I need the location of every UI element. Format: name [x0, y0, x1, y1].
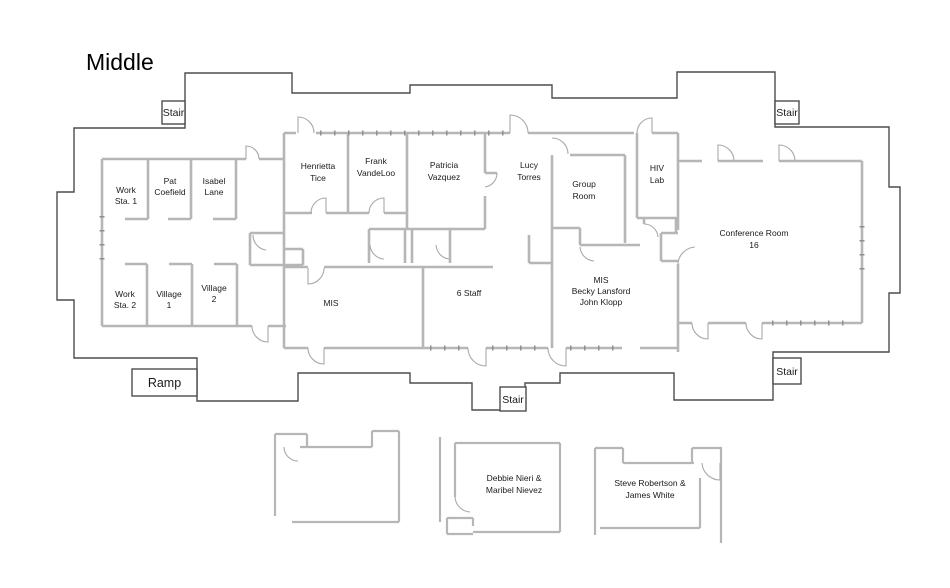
- stair-marker-top-right: Stair: [774, 100, 800, 125]
- stair-box-bottom-center: [499, 386, 527, 412]
- room-label-isabel-lane-line2: Lane: [205, 187, 224, 197]
- stair-marker-bottom-right: Stair: [772, 357, 802, 385]
- room-label-pat-coefield-line2: Coefield: [154, 187, 185, 197]
- stair-label-bottom-right: Stair: [776, 366, 798, 378]
- room-label-conference-room-line2: 16: [749, 240, 759, 250]
- walls-left-wing: [100, 157, 286, 328]
- stair-box-top-left: [161, 100, 186, 125]
- stair-marker-top-left: Stair: [161, 100, 186, 125]
- room-label-steve-james: Steve Robertson &: [614, 478, 686, 488]
- walls-outbuilding-east: [593, 446, 723, 543]
- room-label-mis-becky-line3: John Klopp: [580, 297, 623, 307]
- stair-label-top-left: Stair: [163, 107, 185, 119]
- room-label-patricia-vazquez: Patricia: [430, 160, 459, 170]
- room-label-lucy-torres: Lucy: [520, 160, 539, 170]
- room-labels: Work Sta. 1 Pat Coefield Isabel Lane Wor…: [114, 156, 789, 500]
- stair-label-top-right: Stair: [776, 107, 798, 119]
- walls-conference-wing: [679, 159, 864, 325]
- room-label-mis: MIS: [323, 298, 338, 308]
- ramp-label: Ramp: [148, 376, 181, 390]
- room-label-henrietta-tice: Henrietta: [301, 161, 336, 171]
- stair-marker-bottom-center: Stair: [499, 386, 527, 412]
- room-label-mis-becky: MIS: [593, 275, 608, 285]
- stair-label-bottom-center: Stair: [502, 394, 524, 406]
- room-label-village-2: Village: [201, 283, 227, 293]
- room-label-hiv-lab-line2: Lab: [650, 175, 664, 185]
- page-title: Middle: [86, 49, 154, 75]
- room-label-henrietta-tice-line2: Tice: [310, 173, 326, 183]
- room-label-hiv-lab: HIV: [650, 163, 665, 173]
- room-label-village-1: Village: [156, 289, 182, 299]
- room-label-mis-becky-line2: Becky Lansford: [572, 286, 631, 296]
- stair-box-bottom-right: [772, 357, 802, 385]
- walls-center-block: [248, 131, 680, 352]
- room-label-frank-vandeloo: Frank: [365, 156, 387, 166]
- room-label-village-2-line2: 2: [212, 294, 217, 304]
- room-label-lucy-torres-line2: Torres: [517, 172, 541, 182]
- room-label-village-1-line2: 1: [167, 300, 172, 310]
- stair-box-top-right: [774, 100, 800, 125]
- window-ticks: [99, 130, 865, 351]
- ramp-box: [131, 368, 198, 397]
- walls-outbuilding-middle: [438, 437, 562, 536]
- outbuilding-west-door-arc: [283, 446, 299, 462]
- outbuilding-east-door-arc: [701, 462, 721, 481]
- outbuilding-middle-door-arc: [454, 496, 471, 513]
- room-label-work-sta-2: Work: [115, 289, 135, 299]
- room-label-pat-coefield: Pat: [164, 176, 177, 186]
- room-label-work-sta-2-line2: Sta. 2: [114, 300, 136, 310]
- room-label-steve-james-line2: James White: [625, 490, 674, 500]
- room-label-group-room: Group: [572, 179, 596, 189]
- room-label-isabel-lane: Isabel: [203, 176, 226, 186]
- room-label-six-staff: 6 Staff: [457, 288, 482, 298]
- room-label-conference-room: Conference Room: [720, 228, 789, 238]
- room-label-work-sta-1: Work: [116, 185, 136, 195]
- room-label-group-room-line2: Room: [573, 191, 596, 201]
- room-label-patricia-vazquez-line2: Vazquez: [428, 172, 460, 182]
- room-label-frank-vandeloo-line2: VandeLoo: [357, 168, 395, 178]
- room-label-debbie-maribel-line2: Maribel Nievez: [486, 485, 542, 495]
- room-label-work-sta-1-line2: Sta. 1: [115, 196, 137, 206]
- walls-outbuilding-west: [273, 429, 401, 524]
- door-arcs: [245, 114, 796, 367]
- ramp-marker: Ramp: [131, 368, 198, 397]
- room-label-debbie-maribel: Debbie Nieri &: [487, 473, 542, 483]
